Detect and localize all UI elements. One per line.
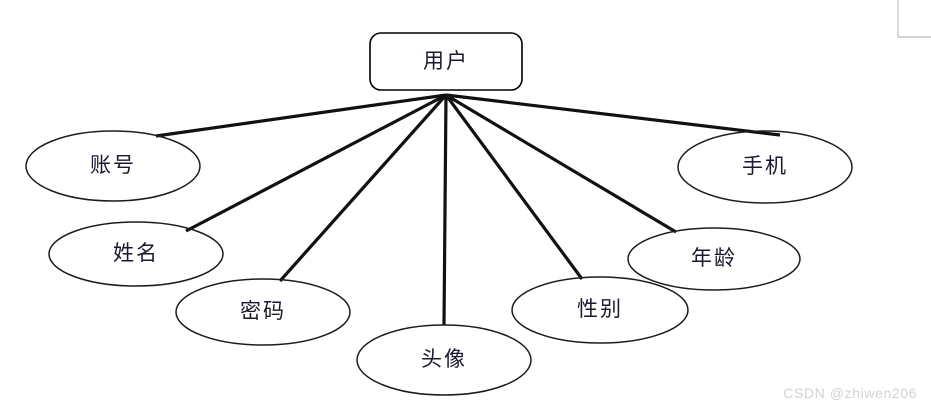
attribute-label: 性别 [577,297,623,321]
attribute-ellipse [356,324,532,396]
entity-node-user[interactable]: 用户 [369,32,523,91]
connector-line [278,93,448,283]
entity-rect [369,32,523,91]
attribute-node-0[interactable]: 账号 [25,130,201,202]
connector-group [155,93,781,326]
attribute-label: 手机 [742,154,788,178]
attribute-ellipse [48,221,224,287]
connector-line [155,93,447,138]
connector-line [185,93,447,233]
connector-line [444,94,584,280]
attribute-label: 密码 [240,299,286,323]
attribute-node-6[interactable]: 手机 [677,130,853,204]
watermark-text: CSDN @zhiwen206 [783,385,917,401]
attribute-ellipse [511,276,689,344]
entity-label: 用户 [423,49,469,73]
attribute-ellipse [677,130,853,204]
attribute-ellipse [175,278,351,346]
attribute-node-1[interactable]: 姓名 [48,221,224,287]
attribute-node-3[interactable]: 头像 [356,324,532,396]
attribute-ellipse [25,130,201,202]
attribute-node-5[interactable]: 年龄 [627,227,801,291]
connector-line [445,93,677,234]
attribute-label: 姓名 [113,241,159,265]
attribute-node-4[interactable]: 性别 [511,276,689,344]
attribute-label: 年龄 [691,246,737,270]
connector-line [442,94,448,326]
attribute-label: 账号 [90,153,136,177]
connector-line [445,93,781,137]
attribute-node-2[interactable]: 密码 [175,278,351,346]
attribute-ellipse [627,227,801,291]
attribute-label: 头像 [421,347,467,371]
page-corner-artifact [897,0,931,38]
